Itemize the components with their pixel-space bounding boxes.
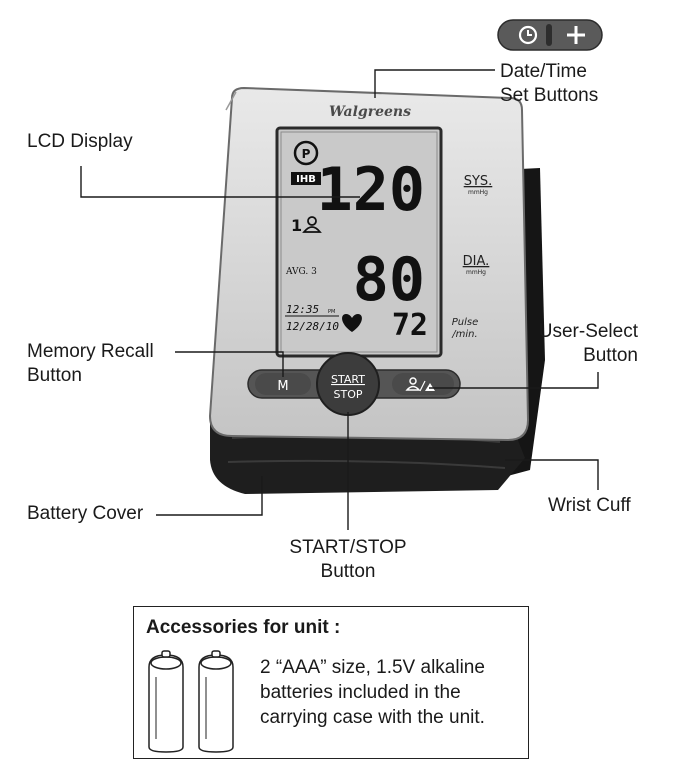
pulse-label: Pulse <box>452 317 479 328</box>
pulse-unit: /min. <box>451 329 477 340</box>
average-indicator: AVG. 3 <box>285 267 317 277</box>
leader-user-select <box>429 372 599 389</box>
battery-icon <box>198 650 234 753</box>
brand-logo: Walgreens <box>329 104 411 120</box>
callout-user-select: User-Select Button <box>538 321 638 366</box>
dia-label: DIA. <box>463 254 490 269</box>
sys-unit: mmHg <box>468 189 488 196</box>
battery-icon <box>148 650 184 753</box>
accessories-title: Accessories for unit : <box>146 617 341 638</box>
date-value: 12/28/10 <box>286 320 339 333</box>
sys-label: SYS. <box>464 174 493 189</box>
callout-date-time: Date/Time Set Buttons <box>500 61 599 106</box>
heart-icon <box>342 314 362 332</box>
time-value: 12:35 <box>286 303 319 316</box>
callout-memory-recall: Memory Recall Button <box>27 341 154 386</box>
leader-lcd <box>80 166 360 198</box>
leader-date-time <box>374 69 495 98</box>
leader-battery <box>156 476 263 516</box>
user-select-button[interactable] <box>392 373 454 395</box>
power-icon <box>293 140 319 166</box>
stop-label: STOP <box>334 388 363 401</box>
leader-wrist-cuff <box>505 459 599 490</box>
memory-recall-button[interactable]: M <box>255 373 311 395</box>
clock-icon <box>518 25 538 45</box>
svg-text:P: P <box>302 147 311 161</box>
callout-start-stop: START/STOP Button <box>289 537 407 582</box>
dia-unit: mmHg <box>466 269 486 276</box>
user-number: 1 <box>291 216 302 235</box>
leader-memory <box>175 351 284 377</box>
plus-icon <box>567 26 585 44</box>
leader-lines <box>80 69 599 530</box>
user-icon <box>302 216 322 233</box>
start-stop-button[interactable]: START STOP <box>316 352 380 416</box>
accessories-text: 2 “AAA” size, 1.5V alkaline batteries in… <box>260 657 485 728</box>
ihb-indicator: IHB <box>296 174 316 185</box>
pulse-value: 72 <box>392 308 428 343</box>
device-illustration: Walgreens P IHB 120 1 AVG. 3 80 12:35 PM… <box>80 19 603 530</box>
user-select-icon <box>405 377 435 392</box>
svg-text:M: M <box>277 379 288 394</box>
date-time-set-buttons <box>497 19 603 51</box>
callout-lcd-display: LCD Display <box>27 131 133 152</box>
callout-battery-cover: Battery Cover <box>27 503 144 524</box>
systolic-value: 120 <box>317 155 425 225</box>
callout-wrist-cuff: Wrist Cuff <box>548 495 631 516</box>
pm-indicator: PM <box>328 309 335 315</box>
lcd-screen: P IHB 120 1 AVG. 3 80 12:35 PM 12/28/10 … <box>275 126 443 358</box>
aaa-batteries-illustration <box>148 650 234 753</box>
accessories-box: Accessories for unit : 2 “AAA” size, 1.5… <box>133 606 529 759</box>
start-label: START <box>331 373 365 386</box>
diastolic-value: 80 <box>353 245 425 315</box>
